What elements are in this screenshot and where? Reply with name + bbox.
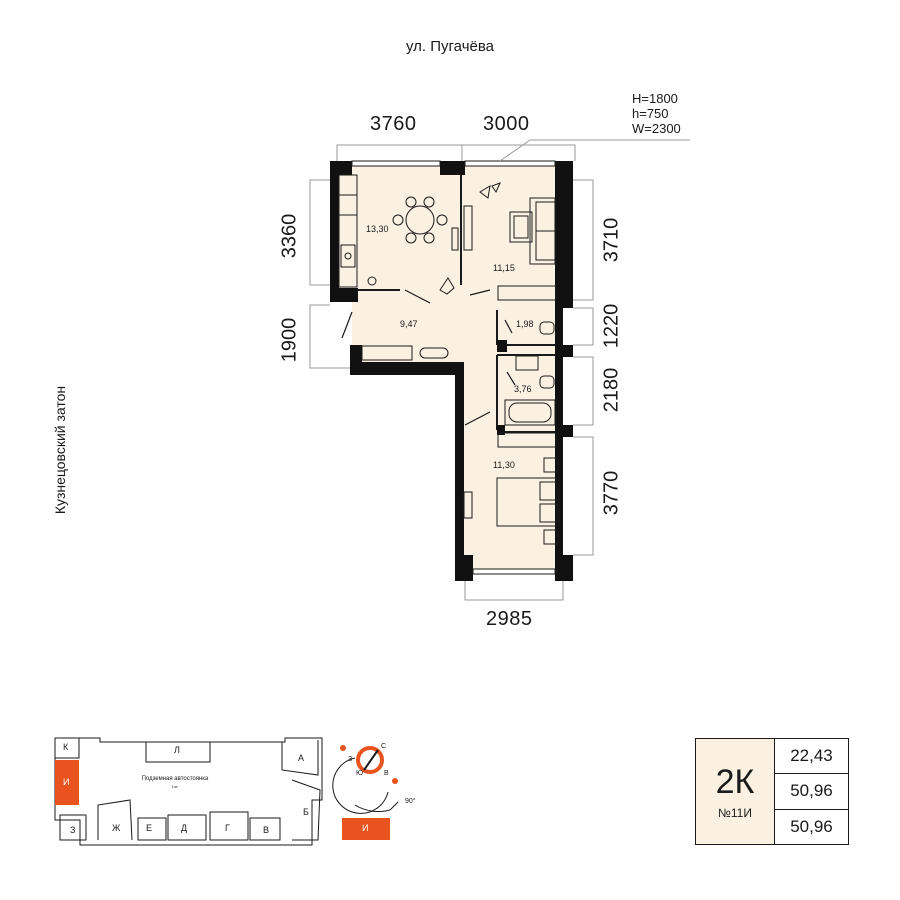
site-label-e: Е xyxy=(146,823,153,833)
site-label-k: К xyxy=(63,742,69,752)
dim-top-right: 3000 xyxy=(483,113,530,135)
window-spec: H=1800 h=750 W=2300 xyxy=(632,91,681,136)
windows xyxy=(351,160,556,575)
dim-left-lower: 1900 xyxy=(278,317,301,363)
parking-label: Подземная автостоянка xyxy=(141,776,209,782)
living-area: 22,43 xyxy=(790,746,833,766)
room-area-bedroom: 11,30 xyxy=(493,460,515,470)
compass-angle: 90° xyxy=(405,798,416,805)
dim-top-left: 3760 xyxy=(370,113,417,135)
wet-furniture xyxy=(361,321,557,448)
apartment-type: 2К xyxy=(715,762,755,801)
walls xyxy=(330,161,573,581)
site-parking: Подземная автостоянка 1эт. xyxy=(140,776,210,790)
partitions xyxy=(337,170,562,433)
compass-east: В xyxy=(384,770,389,777)
total-area: 50,96 xyxy=(775,773,848,808)
apartment-number: №11И xyxy=(718,805,752,820)
dim-bottom: 2985 xyxy=(486,608,533,630)
site-label-i: И xyxy=(63,777,70,787)
dim-left-upper: 3360 xyxy=(278,213,301,259)
legend-section-label: И xyxy=(362,823,369,833)
window-width: W=2300 xyxy=(632,121,681,136)
site-label-b: Б xyxy=(303,807,309,817)
apartment-type-panel: 2К №11И xyxy=(696,739,775,844)
total-area-2: 50,96 xyxy=(775,808,848,844)
bedroom-furniture xyxy=(463,457,560,545)
parking-floor: 1эт. xyxy=(171,784,179,789)
street-name-left: Кузнецовский затон xyxy=(52,385,68,515)
dim-right-4: 3770 xyxy=(600,470,623,516)
dim-right-3: 2180 xyxy=(600,367,623,413)
room-area-kitchen: 13,30 xyxy=(366,224,389,234)
site-section-highlight xyxy=(55,760,79,805)
site-label-z: З xyxy=(70,825,76,835)
site-label-d: Д xyxy=(181,823,188,833)
window-height: H=1800 xyxy=(632,91,678,106)
dim-right-1: 3710 xyxy=(600,217,623,263)
compass-south: Ю xyxy=(356,770,364,777)
site-label-a: А xyxy=(298,753,305,763)
area-panel: 22,43 50,96 50,96 xyxy=(775,739,848,844)
dim-right-2: 1220 xyxy=(600,303,623,349)
compass xyxy=(332,745,399,814)
room-area-hall: 9,47 xyxy=(400,319,418,329)
living-furniture xyxy=(463,182,557,301)
room-area-bath: 3,76 xyxy=(514,384,532,394)
site-label-l: Л xyxy=(174,745,180,755)
apartment-info: 2К №11И 22,43 50,96 50,96 xyxy=(695,738,849,845)
site-map xyxy=(54,737,323,846)
window-sill: h=750 xyxy=(632,106,669,121)
street-name-top: ул. Пугачёва xyxy=(406,38,494,55)
site-label-zh: Ж xyxy=(112,823,121,833)
site-label-v: В xyxy=(263,825,270,835)
site-label-g: Г xyxy=(225,823,230,833)
doors xyxy=(341,289,516,426)
room-area-living: 11,15 xyxy=(493,263,515,273)
compass-west: З xyxy=(348,756,353,763)
window-frames xyxy=(309,139,690,601)
legend-section-box xyxy=(342,818,390,840)
kitchen-furniture xyxy=(338,174,459,295)
room-area-wc: 1,98 xyxy=(516,319,534,329)
compass-north: С xyxy=(381,743,387,750)
